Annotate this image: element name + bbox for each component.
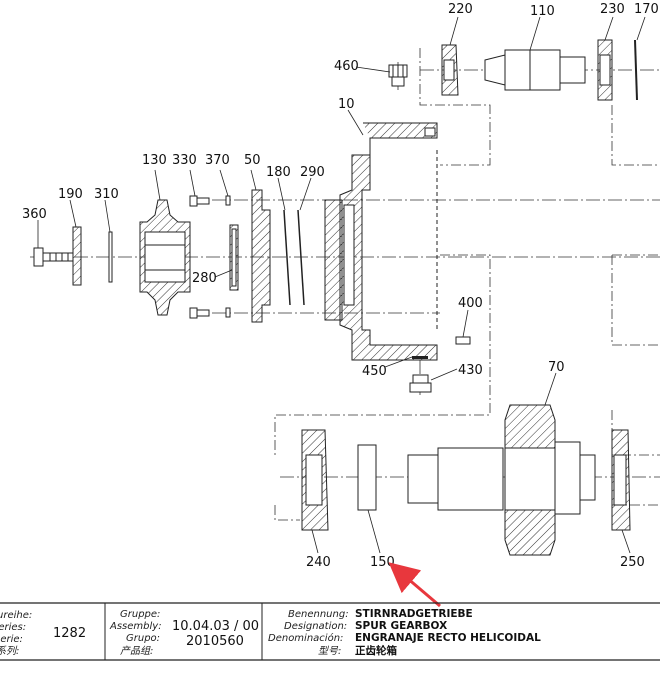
bolt-330-top [189, 195, 210, 207]
label-series: Series: [0, 622, 26, 633]
callout-130: 130 [142, 153, 167, 168]
callout-310: 310 [94, 187, 119, 202]
callout-230: 230 [600, 2, 625, 17]
bearing-240 [301, 429, 329, 531]
label-serie: Serie: [0, 634, 23, 645]
grupo-value: 2010560 [186, 634, 244, 649]
annotation-arrow [388, 562, 441, 608]
callout-180: 180 [266, 165, 291, 180]
callout-50: 50 [244, 153, 261, 168]
callout-labels: 220 110 230 170 460 10 130 330 370 50 18… [22, 2, 659, 570]
label-baureihe: Baureihe: [0, 610, 32, 621]
callout-450: 450 [362, 364, 387, 379]
shaft-110 [484, 49, 586, 91]
label-assembly: Assembly: [109, 621, 162, 632]
callout-460: 460 [334, 59, 359, 74]
series-value: 1282 [53, 626, 86, 641]
callout-400: 400 [458, 296, 483, 311]
washer-370-bottom [225, 307, 231, 318]
bearing-230 [597, 39, 613, 101]
cover-50 [251, 189, 271, 323]
callout-430: 430 [458, 363, 483, 378]
bolt-360 [33, 247, 74, 267]
washer-190 [72, 226, 82, 286]
label-benennung: Benennung: [288, 609, 349, 620]
label-denominacion: Denominación: [268, 632, 343, 644]
housing-10 [324, 122, 438, 361]
callout-240: 240 [306, 555, 331, 570]
callout-150: 150 [370, 555, 395, 570]
shim-180 [283, 209, 291, 306]
shim-290 [297, 209, 305, 306]
callout-10: 10 [338, 97, 355, 112]
callout-190: 190 [58, 187, 83, 202]
label-gruppe: Gruppe: [120, 609, 160, 620]
callout-170: 170 [634, 2, 659, 17]
label-grupo: Grupo: [126, 633, 160, 644]
name-zh: 正齿轮箱 [355, 644, 397, 657]
washer-370-top [225, 195, 231, 206]
title-block: Baureihe: Series: Serie: 系列: 1282 Gruppe… [0, 602, 660, 661]
gear-shaft-70 [407, 404, 596, 556]
plug-430 [409, 374, 432, 393]
callout-110: 110 [530, 4, 555, 19]
circlip-170 [634, 39, 638, 101]
bearing-220 [441, 44, 459, 96]
washer-450 [412, 356, 428, 359]
callout-280: 280 [192, 271, 217, 286]
name-en: SPUR GEARBOX [355, 620, 447, 632]
gear-130 [139, 199, 191, 316]
spacer-150 [357, 444, 377, 511]
name-es: ENGRANAJE RECTO HELICOIDAL [355, 632, 541, 644]
bearing-250 [611, 429, 631, 531]
callout-370: 370 [205, 153, 230, 168]
callout-220: 220 [448, 2, 473, 17]
plug-400 [455, 336, 471, 345]
callout-290: 290 [300, 165, 325, 180]
label-designation: Designation: [284, 621, 347, 632]
label-xilie: 系列: [0, 645, 19, 657]
breather-460 [388, 64, 408, 87]
callout-330: 330 [172, 153, 197, 168]
assembly-value: 10.04.03 / 00 [172, 619, 259, 634]
callout-70: 70 [548, 360, 565, 375]
circlip-310 [108, 231, 113, 283]
callout-250: 250 [620, 555, 645, 570]
name-de: STIRNRADGETRIEBE [355, 608, 473, 620]
leader-lines [37, 16, 646, 554]
callout-360: 360 [22, 207, 47, 222]
seal-280 [229, 224, 239, 291]
label-xinghao: 型号: [318, 645, 341, 657]
label-chanpinzu: 产品组: [120, 645, 153, 657]
bolt-330-bottom [189, 307, 210, 319]
